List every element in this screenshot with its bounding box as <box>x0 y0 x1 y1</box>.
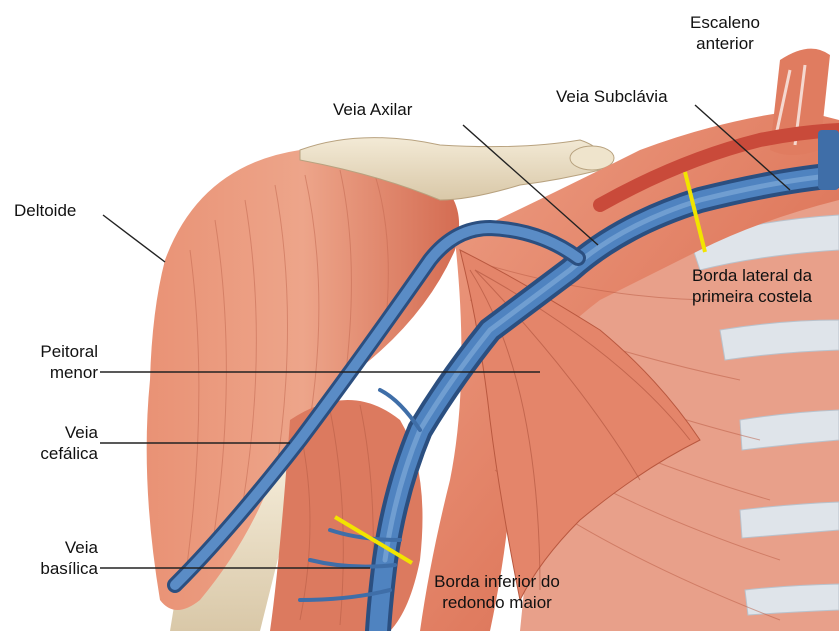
label-veia-subclavia: Veia Subclávia <box>556 86 668 107</box>
label-veia-cefalica: Veia cefálica <box>14 422 98 464</box>
label-borda-inferior: Borda inferior do redondo maior <box>412 571 582 613</box>
brachiocephalic-vein-end <box>818 130 839 190</box>
label-veia-axilar: Veia Axilar <box>333 99 412 120</box>
label-escaleno-anterior: Escaleno anterior <box>680 12 770 54</box>
label-peitoral-menor: Peitoral menor <box>14 341 98 383</box>
label-veia-basilica: Veia basílica <box>14 537 98 579</box>
label-borda-lateral: Borda lateral da primeira costela <box>692 265 812 307</box>
label-deltoide: Deltoide <box>14 200 76 221</box>
